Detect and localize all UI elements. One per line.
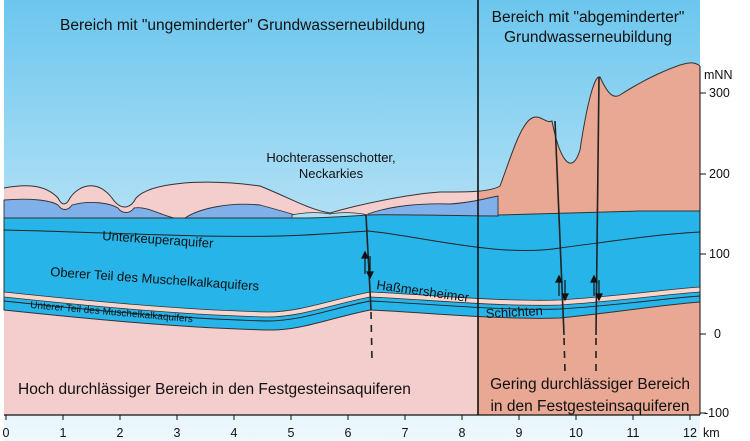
fault-line-2-dashed xyxy=(563,337,566,373)
fault-line-3 xyxy=(595,76,600,336)
x-axis-unit: km xyxy=(703,426,720,440)
label-schichten: Schichten xyxy=(485,303,543,321)
x-tick-3: 3 xyxy=(174,426,181,440)
x-tick-1: 1 xyxy=(60,426,67,440)
y-axis-unit: mNN xyxy=(704,68,732,82)
label-hochterrasse-2: Neckarkies xyxy=(299,166,364,181)
fault-line-1 xyxy=(365,214,372,311)
y-tick-300: 300 xyxy=(709,86,730,100)
y-axis-ticks xyxy=(700,92,706,414)
label-bottom-right-1: Gering durchlässiger Bereich xyxy=(490,376,690,393)
x-tick-7: 7 xyxy=(402,426,409,440)
x-tick-5: 5 xyxy=(288,426,295,440)
x-tick-9: 9 xyxy=(516,426,523,440)
fault-arrows-1 xyxy=(361,250,374,280)
label-top-right-1: Bereich mit "abgeminderter" xyxy=(492,9,685,26)
quaternary-lens-east xyxy=(367,195,499,219)
surface-profile xyxy=(3,62,701,214)
x-tick-8: 8 xyxy=(459,426,466,440)
y-tick-0: 0 xyxy=(714,327,721,341)
fault-arrows-2 xyxy=(555,274,569,302)
x-tick-10: 10 xyxy=(569,426,583,440)
quaternary-lens-west xyxy=(3,198,301,220)
cover-layer-left xyxy=(4,182,478,220)
y-tick-100: 100 xyxy=(709,247,730,261)
x-tick-6: 6 xyxy=(345,426,352,440)
label-bottom-left: Hoch durchlässiger Bereich in den Festge… xyxy=(18,381,411,398)
deep-bedrock-right xyxy=(478,302,700,415)
x-axis-ticks xyxy=(5,415,691,420)
y-tick-200: 200 xyxy=(709,167,730,181)
label-bottom-right-2: in den Festgesteinsaquiferen xyxy=(490,398,689,415)
cover-layer-right xyxy=(478,62,700,220)
x-tick-0: 0 xyxy=(3,426,10,440)
fault-line-1-dashed xyxy=(370,311,373,361)
label-top-left: Bereich mit "ungeminderter" Grundwassern… xyxy=(60,17,425,34)
label-top-right-2: Grundwasserneubildung xyxy=(504,29,672,46)
x-tick-4: 4 xyxy=(231,426,238,440)
label-hochterrasse-1: Hochterassenschotter, xyxy=(266,150,395,165)
x-tick-2: 2 xyxy=(117,426,124,440)
x-tick-11: 11 xyxy=(627,426,640,440)
fault-arrows-3 xyxy=(590,274,603,302)
deep-bedrock-left xyxy=(4,310,478,415)
x-tick-12: 12 xyxy=(683,426,697,440)
fault-line-2 xyxy=(554,120,565,336)
y-tick-minus-100: -100 xyxy=(704,406,729,420)
